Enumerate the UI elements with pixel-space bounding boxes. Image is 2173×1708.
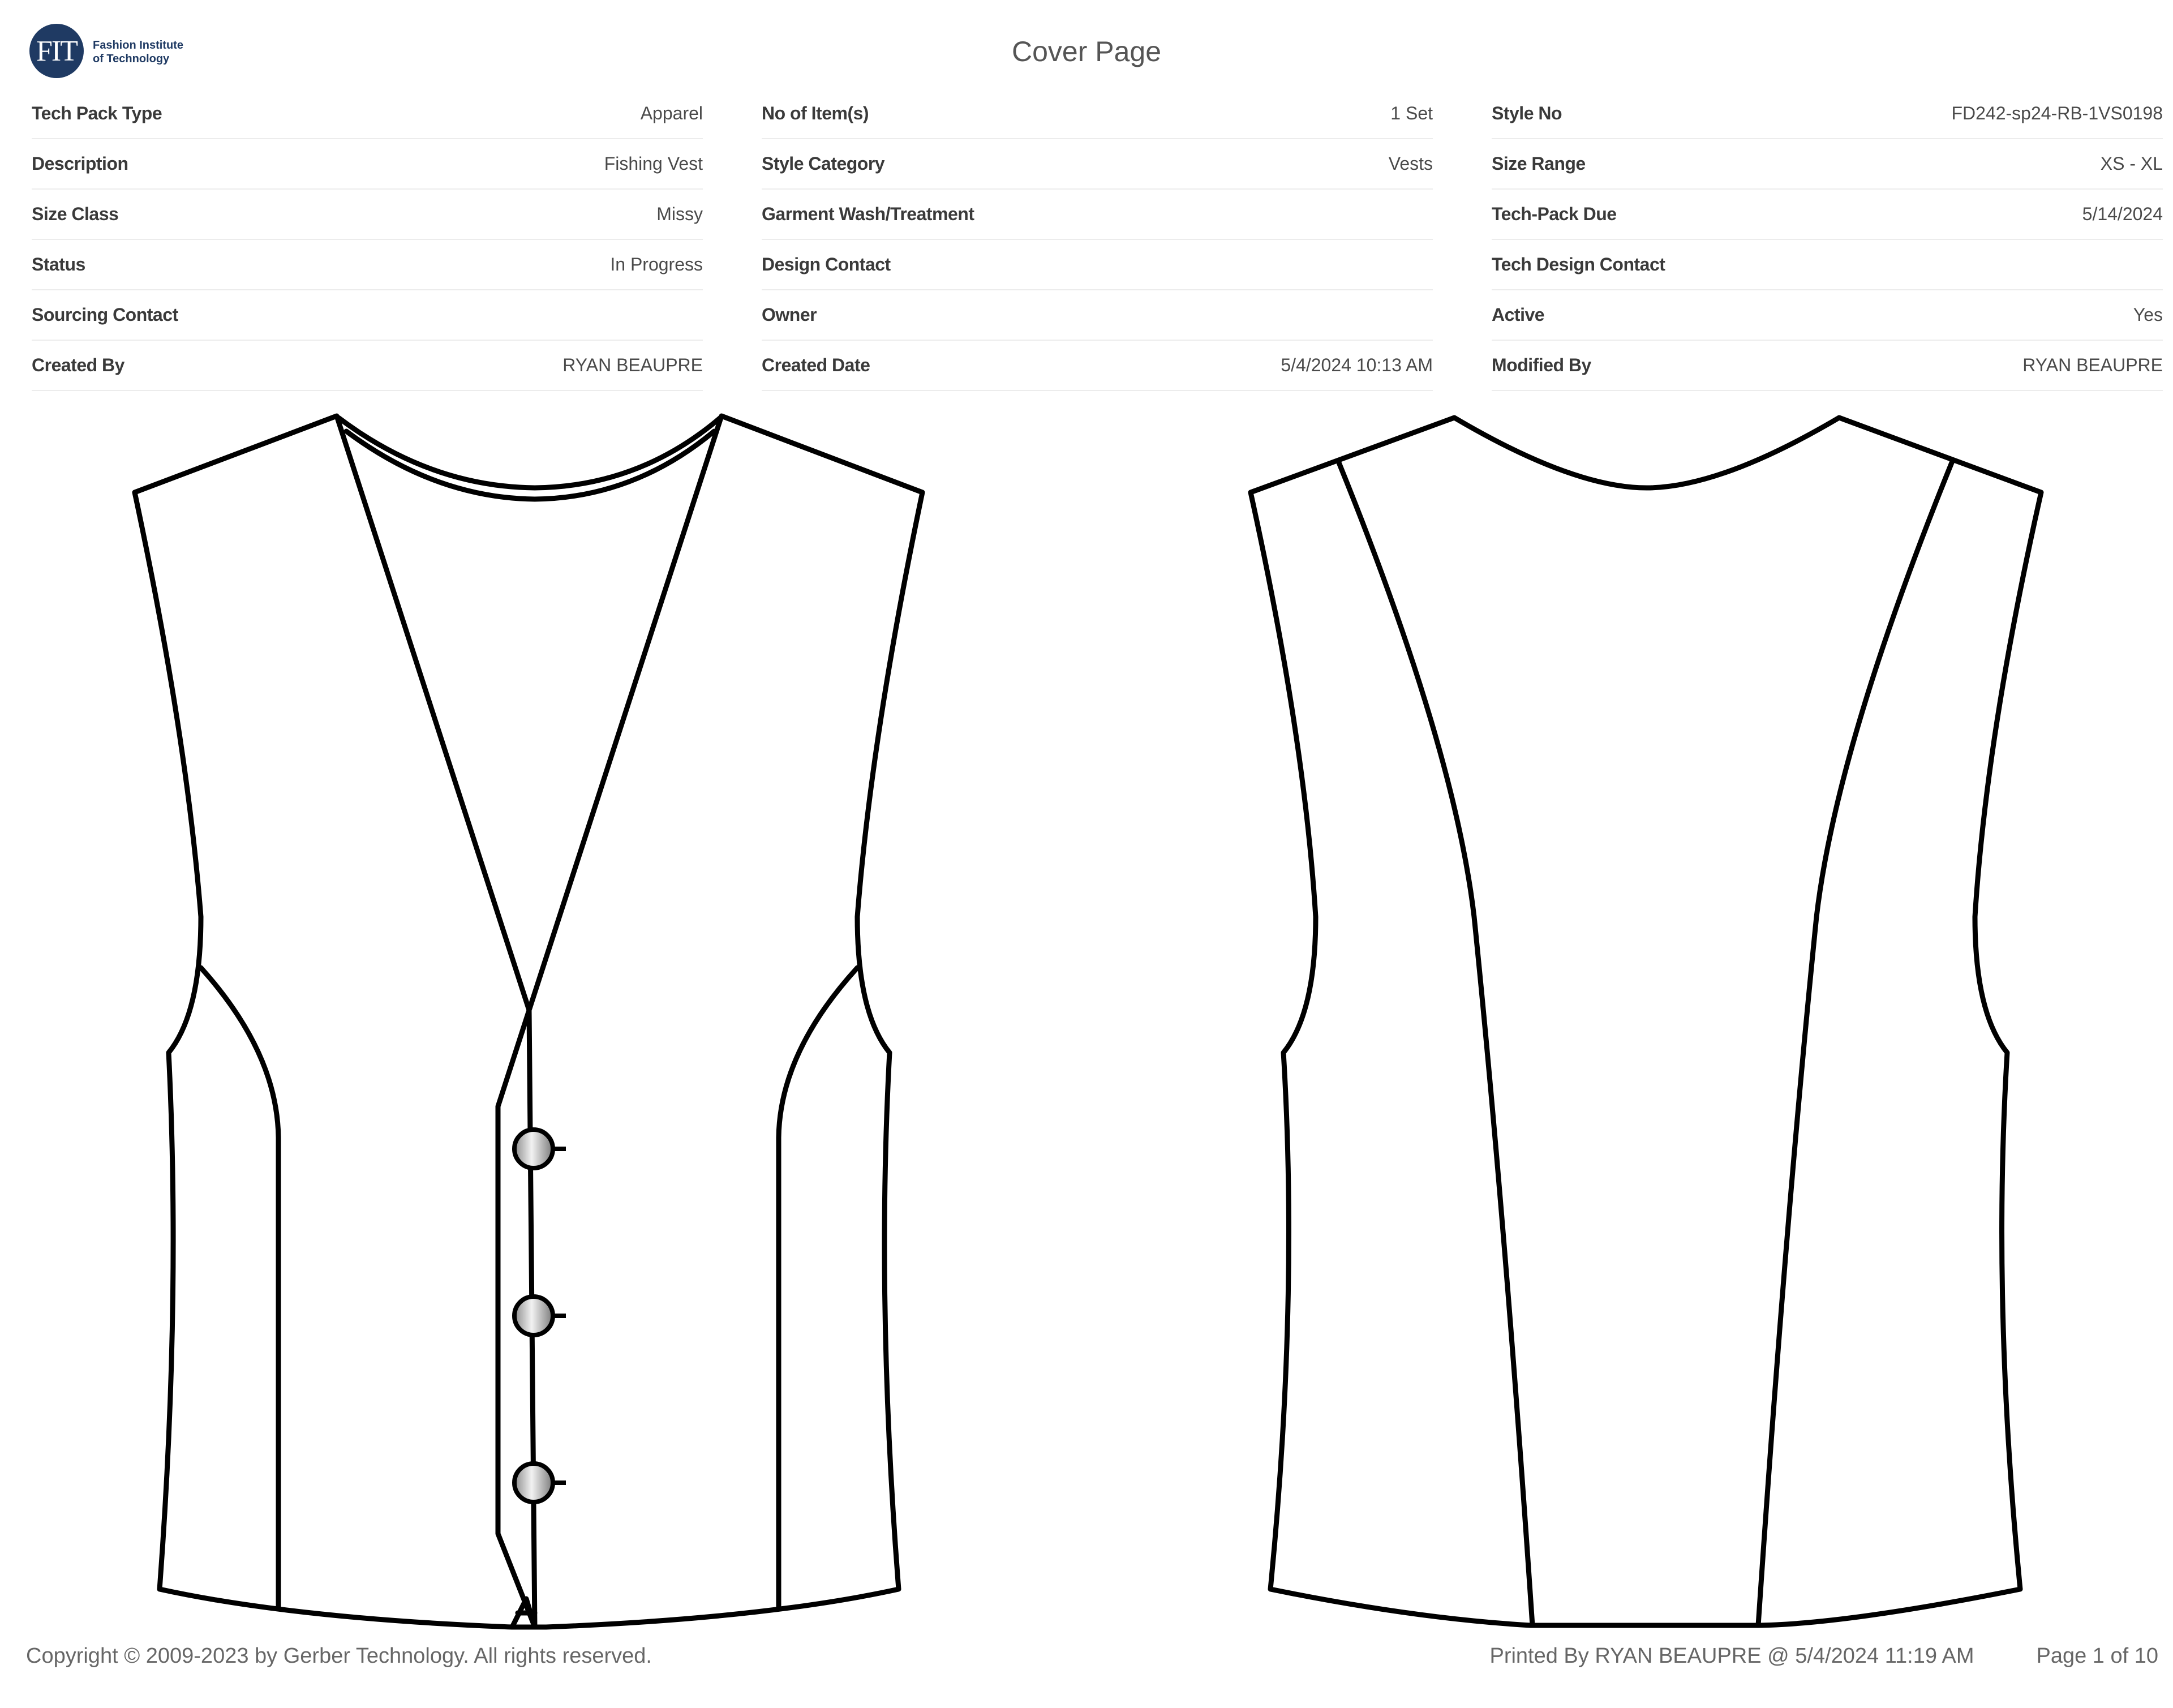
info-label: Design Contact (762, 254, 891, 274)
info-label: Size Class (32, 204, 119, 224)
info-value: Missy (656, 204, 703, 224)
info-label: Owner (762, 304, 817, 325)
info-column-3: Style No FD242-sp24-RB-1VS0198 Size Range… (1492, 89, 2163, 391)
info-label: Created Date (762, 355, 870, 375)
info-value: 5/14/2024 (2082, 204, 2163, 224)
back-outline (1248, 415, 2044, 1628)
page-title: Cover Page (1011, 36, 1162, 67)
info-label: Size Range (1492, 153, 1586, 174)
front-left-side-seam (198, 965, 281, 1611)
button-1 (512, 1127, 555, 1170)
info-label: Tech Pack Type (32, 103, 162, 123)
info-row-tech-design-contact: Tech Design Contact (1492, 240, 2163, 290)
footer-copyright: Copyright © 2009-2023 by Gerber Technolo… (26, 1644, 652, 1668)
info-label: Style Category (762, 153, 885, 174)
info-row-modified-by: Modified By RYAN BEAUPRE (1492, 341, 2163, 391)
info-value: XS - XL (2100, 153, 2163, 174)
front-neck-binding-outer (336, 415, 723, 491)
info-column-1: Tech Pack Type Apparel Description Fishing… (32, 89, 703, 391)
info-label: Description (32, 153, 128, 174)
info-row-created-by: Created By RYAN BEAUPRE (32, 341, 703, 391)
info-label: No of Item(s) (762, 103, 869, 123)
info-grid: Tech Pack Type Apparel Description Fishing… (32, 89, 2163, 391)
back-right-seam (1755, 458, 1955, 1628)
footer-right: Printed By RYAN BEAUPRE @ 5/4/2024 11:19… (1489, 1644, 2158, 1668)
info-value: 1 Set (1390, 103, 1433, 123)
vest-back-sketch (1248, 415, 2044, 1628)
front-hem-notch (509, 1596, 538, 1630)
info-value: FD242-sp24-RB-1VS0198 (1951, 103, 2163, 123)
info-value: RYAN BEAUPRE (2022, 355, 2163, 375)
info-row-sourcing-contact: Sourcing Contact (32, 290, 703, 341)
logo-line-1: Fashion Institute (93, 39, 183, 52)
info-label: Status (32, 254, 85, 274)
info-row-garment-wash: Garment Wash/Treatment (762, 190, 1433, 240)
info-row-status: Status In Progress (32, 240, 703, 290)
fit-logo: FIT Fashion Institute of Technology (29, 24, 199, 86)
logo-mark: FIT (29, 24, 84, 78)
logo-line-2: of Technology (93, 53, 170, 65)
info-value: Vests (1388, 153, 1433, 174)
info-row-style-no: Style No FD242-sp24-RB-1VS0198 (1492, 89, 2163, 139)
info-label: Sourcing Contact (32, 304, 178, 325)
info-value: In Progress (610, 254, 703, 274)
button-2 (512, 1294, 555, 1337)
info-row-style-category: Style Category Vests (762, 139, 1433, 190)
info-row-size-class: Size Class Missy (32, 190, 703, 240)
info-value: Apparel (640, 103, 703, 123)
info-value: Fishing Vest (604, 153, 703, 174)
front-right-panel-outline (526, 413, 925, 1630)
info-value: 5/4/2024 10:13 AM (1281, 355, 1433, 375)
back-left-seam (1335, 458, 1535, 1628)
info-row-active: Active Yes (1492, 290, 2163, 341)
info-row-created-date: Created Date 5/4/2024 10:13 AM (762, 341, 1433, 391)
front-buttons (512, 1127, 566, 1504)
info-label: Garment Wash/Treatment (762, 204, 974, 224)
info-label: Tech-Pack Due (1492, 204, 1617, 224)
footer-page-number: Page 1 of 10 (2036, 1644, 2158, 1668)
info-row-design-contact: Design Contact (762, 240, 1433, 290)
info-row-no-of-items: No of Item(s) 1 Set (762, 89, 1433, 139)
info-label: Style No (1492, 103, 1562, 123)
footer-printed-by: Printed By RYAN BEAUPRE @ 5/4/2024 11:19… (1489, 1644, 1974, 1668)
info-value: RYAN BEAUPRE (562, 355, 703, 375)
info-row-tech-pack-due: Tech-Pack Due 5/14/2024 (1492, 190, 2163, 240)
info-value: Yes (2133, 304, 2163, 325)
info-column-2: No of Item(s) 1 Set Style Category Vests G… (762, 89, 1433, 391)
info-row-tech-pack-type: Tech Pack Type Apparel (32, 89, 703, 139)
button-3 (512, 1461, 555, 1504)
info-label: Tech Design Contact (1492, 254, 1665, 274)
front-neck-binding-inner (343, 428, 717, 502)
front-right-side-seam (776, 965, 860, 1611)
info-row-owner: Owner (762, 290, 1433, 341)
info-row-size-range: Size Range XS - XL (1492, 139, 2163, 190)
info-row-description: Description Fishing Vest (32, 139, 703, 190)
info-label: Active (1492, 304, 1545, 325)
front-left-panel-outline (132, 413, 538, 1630)
info-label: Modified By (1492, 355, 1591, 375)
info-label: Created By (32, 355, 124, 375)
